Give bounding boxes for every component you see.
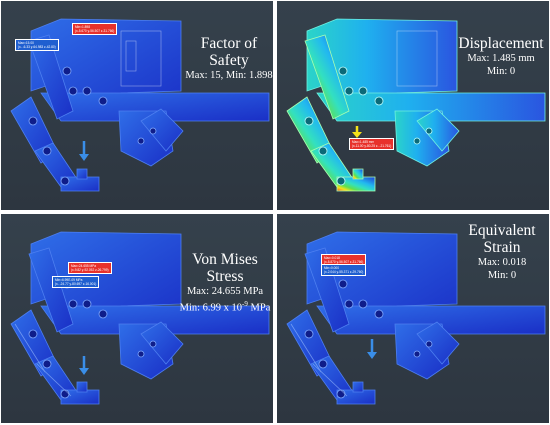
strain-title: Equivalent Strain Max: 0.018 Min: 0 <box>468 222 536 281</box>
displacement-max-tag: Max=1.485 mm (x-11.00 y-80.25 z- -21.761… <box>349 138 395 150</box>
fos-title: Factor of Safety Max: 15, Min: 1.898 <box>185 35 273 81</box>
von-mises-model <box>10 231 270 405</box>
von-mises-stress-panel: Max=24.655 MPa (x-9.82 y-92.052 z-26.799… <box>1 214 273 423</box>
fos-max-tag: Max=15.00 (x- -6.33 y-64.983 z-42.80) <box>15 39 59 51</box>
factor-of-safety-panel: Min=1.898 (x-5.670 y-56.507 z-31.766) Ma… <box>1 1 273 210</box>
equivalent-strain-model <box>286 231 546 405</box>
von-mises-max-tag: Max=24.655 MPa (x-9.82 y-92.052 z-26.799… <box>68 262 112 274</box>
von-mises-title: Von Mises Stress Max: 24.655 MPa Min: 6.… <box>179 251 271 314</box>
displacement-title: Displacement Max: 1.485 mm Min: 0 <box>458 35 544 77</box>
displacement-model <box>286 18 546 192</box>
fos-min-tag: Min=1.898 (x-5.670 y-56.507 z-31.766) <box>72 23 118 35</box>
von-mises-min-tag: Min=6.99E-09 MPa (x- -24.77 y-80.697 z-1… <box>52 276 100 288</box>
strain-max-tag: Max=0.018 (x-5.870 y-56.507 z-31.766) <box>321 254 367 266</box>
factor-of-safety-model <box>10 18 270 192</box>
strain-min-tag: Min=0.000 (x-2.044 y-55.371 z-29.760) <box>321 264 367 276</box>
equivalent-strain-panel: Max=0.018 (x-5.870 y-56.507 z-31.766) Mi… <box>277 214 549 423</box>
displacement-panel: Max=1.485 mm (x-11.00 y-80.25 z- -21.761… <box>277 1 549 210</box>
